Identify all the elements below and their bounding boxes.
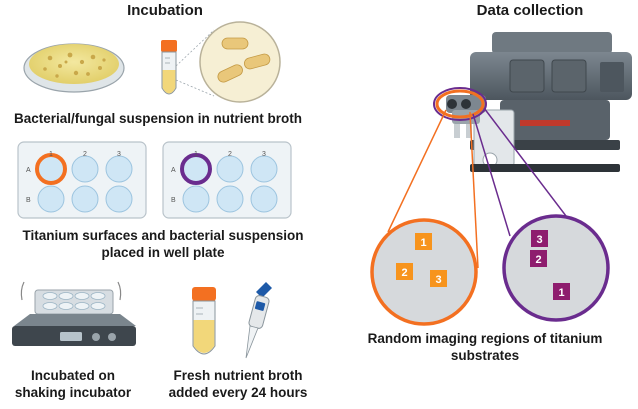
plate1-row-b: B	[26, 197, 31, 204]
imaging-region-orange	[370, 218, 478, 326]
plate2-row-b: B	[171, 197, 176, 204]
broth-caption-line2: added every 24 hours	[168, 385, 308, 400]
shaker-caption-line1: Incubated on	[31, 368, 115, 383]
bacteria-magnified-icon	[175, 21, 281, 103]
imaging-caption-line1: Random imaging regions of titanium	[367, 331, 603, 346]
imaging-region-purple	[502, 214, 610, 322]
plate1-col-1: 1	[49, 151, 53, 158]
orange-marker-3: 3	[435, 274, 441, 286]
plate2-row-a: A	[171, 167, 176, 174]
purple-marker-1: 1	[558, 287, 564, 299]
falcon-tube-icon	[192, 287, 216, 355]
plate-caption-line1: Titanium surfaces and bacterial suspensi…	[22, 228, 304, 243]
purple-marker-3: 3	[536, 234, 542, 246]
purple-markers	[530, 230, 570, 300]
orange-markers	[396, 233, 447, 287]
connector-line-orange-2	[469, 111, 479, 269]
petri-dish-icon	[23, 43, 125, 93]
plate1-col-2: 2	[83, 151, 87, 158]
connector-line-purple	[472, 113, 511, 237]
highlighted-well-purple	[180, 153, 212, 185]
objective-highlight-orange	[435, 89, 485, 119]
orange-marker-1: 1	[420, 237, 426, 249]
objective-highlight-purple	[433, 87, 487, 121]
pipette-icon	[245, 282, 272, 359]
purple-marker-2: 2	[535, 254, 541, 266]
connector-line-orange	[387, 109, 447, 233]
plate2-col-1: 1	[194, 151, 198, 158]
orange-marker-2: 2	[401, 267, 407, 279]
broth-caption-line1: Fresh nutrient broth	[173, 368, 303, 383]
well-plate-orange	[17, 141, 147, 219]
incubation-heading: Incubation	[127, 2, 203, 19]
plate2-col-2: 2	[228, 151, 232, 158]
suspension-caption: Bacterial/fungal suspension in nutrient …	[13, 111, 303, 126]
well-plate-purple	[162, 141, 292, 219]
data-collection-heading: Data collection	[476, 2, 584, 19]
shaker-caption-line2: shaking incubator	[14, 385, 132, 400]
plate-caption-line2: placed in well plate	[101, 245, 225, 260]
centrifuge-tube-icon	[161, 40, 177, 95]
microscope-icon	[446, 32, 632, 172]
imaging-caption-line2: substrates	[450, 348, 520, 363]
highlighted-well-orange	[35, 153, 67, 185]
plate1-row-a: A	[26, 167, 31, 174]
plate1-col-3: 3	[117, 151, 121, 158]
plate2-col-3: 3	[262, 151, 266, 158]
shaking-incubator-icon	[12, 281, 136, 346]
